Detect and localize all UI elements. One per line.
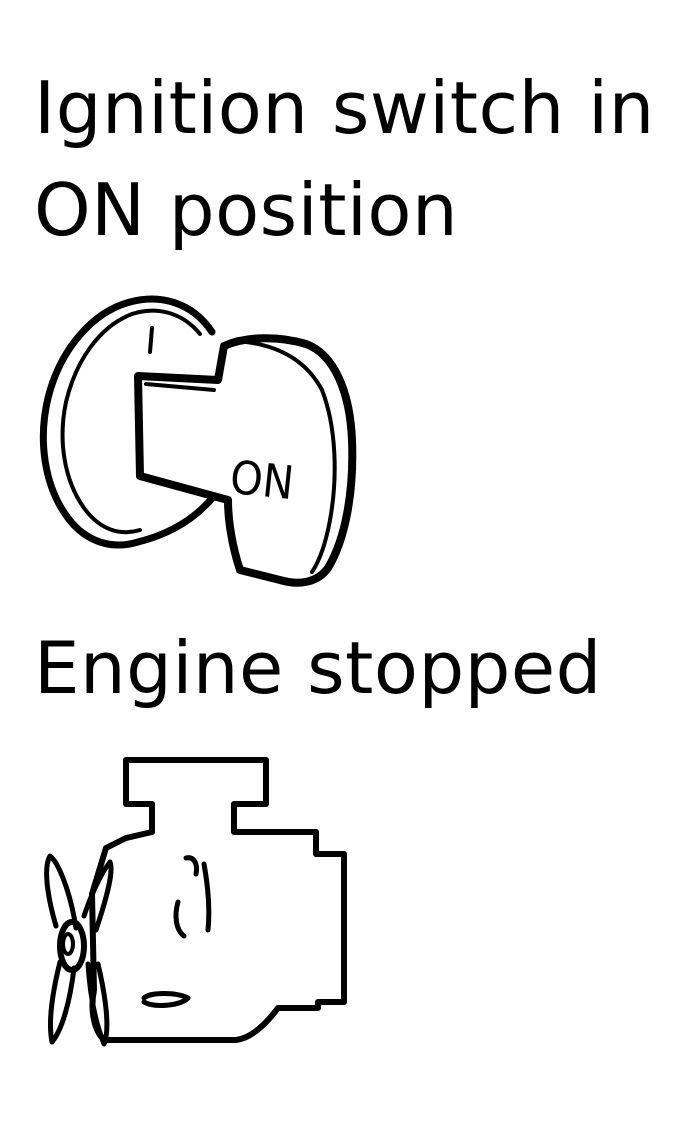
engine-mark-1 bbox=[183, 855, 199, 877]
key-bevel bbox=[244, 340, 337, 574]
engine-icon bbox=[44, 757, 347, 1047]
key-on-label: ON bbox=[228, 450, 297, 510]
ignition-heading-line-1: Ignition switch in bbox=[34, 66, 655, 150]
engine-mark-2 bbox=[201, 861, 212, 933]
lock-cylinder-inner bbox=[60, 308, 202, 535]
fan-blade-bottom bbox=[47, 959, 77, 1045]
fan-blade-top bbox=[44, 853, 79, 931]
key-shoulder bbox=[144, 382, 216, 392]
engine-heading: Engine stopped bbox=[34, 626, 602, 710]
fan-blade-lower-right bbox=[85, 961, 110, 1047]
ignition-heading-line-2: ON position bbox=[34, 168, 459, 252]
fan-hub-inner bbox=[61, 932, 75, 956]
ignition-key-icon: ON bbox=[39, 295, 357, 587]
key-body bbox=[134, 334, 357, 587]
engine-block bbox=[89, 757, 347, 1043]
fan-blade-upper-right bbox=[81, 859, 114, 933]
engine-mark-4 bbox=[141, 991, 191, 1008]
fan-hub bbox=[57, 919, 87, 973]
engine-mark-3 bbox=[173, 899, 187, 939]
lock-cylinder-outer bbox=[39, 295, 218, 549]
cylinder-tick bbox=[148, 326, 154, 354]
